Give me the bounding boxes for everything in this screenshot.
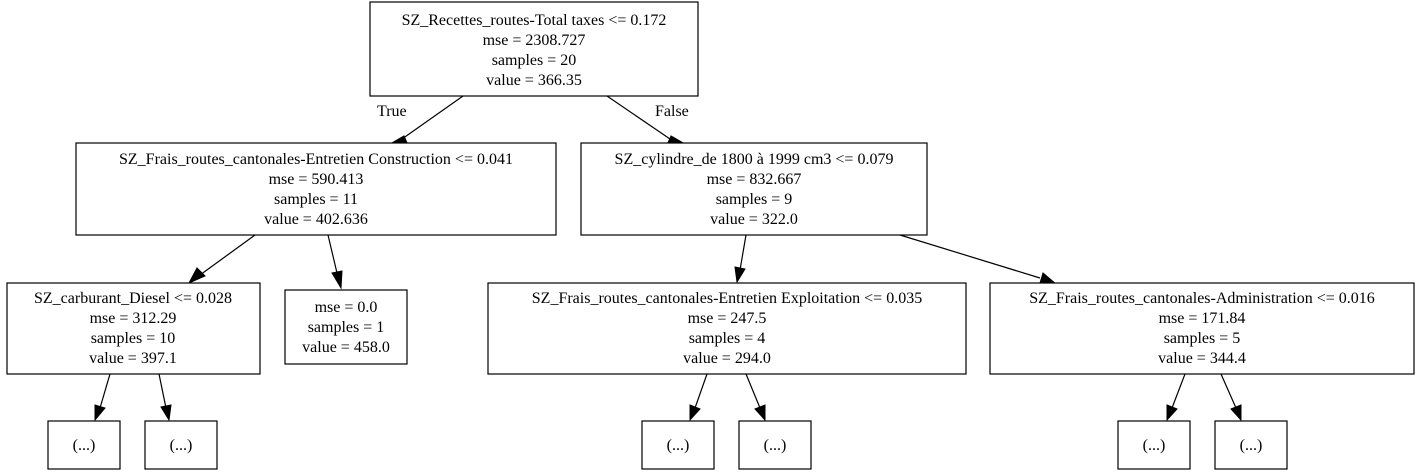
edge-n2-n6 [899, 234, 1041, 279]
edge-n6-t6 [1220, 373, 1237, 409]
edge-label-true: True [377, 103, 407, 120]
node-truncated: (...) [1214, 420, 1288, 470]
node-truncated: (...) [144, 420, 218, 470]
arrow-n2-n5 [734, 266, 746, 284]
edge-n5-t4 [745, 373, 761, 409]
arrow-n5-t3 [689, 404, 701, 422]
node-text: samples = 11 [274, 191, 358, 208]
arrow-n2-n6 [1039, 272, 1058, 285]
arrow-n1-n3 [187, 267, 206, 285]
node-text: SZ_Frais_routes_cantonales-Entretien Con… [119, 151, 513, 168]
arrow-n3-t1 [94, 404, 106, 422]
arrow-n5-t4 [754, 404, 766, 422]
node-truncated: (...) [47, 420, 121, 470]
node-text: value = 322.0 [710, 211, 798, 228]
node-text: samples = 10 [91, 330, 176, 347]
node-text: value = 344.4 [1158, 350, 1246, 367]
node-text: SZ_Recettes_routes-Total taxes <= 0.172 [402, 12, 667, 29]
arrow-n6-t5 [1166, 404, 1178, 422]
node-text: value = 402.636 [264, 211, 368, 228]
node-text: mse = 2308.727 [483, 32, 586, 49]
node-text: samples = 20 [492, 52, 577, 69]
node-text: samples = 9 [716, 191, 793, 208]
node-text: samples = 1 [308, 319, 385, 336]
edge-n3-t2 [158, 373, 167, 409]
node-text: (...) [1143, 437, 1166, 454]
node-n1: SZ_Frais_routes_cantonales-Entretien Con… [75, 142, 557, 236]
node-text: value = 294.0 [683, 350, 771, 367]
node-truncated: (...) [1117, 420, 1191, 470]
node-text: SZ_carburant_Diesel <= 0.028 [34, 290, 232, 307]
node-text: mse = 0.0 [315, 299, 378, 316]
edge-n1-n4 [327, 234, 338, 274]
node-text: samples = 4 [689, 330, 766, 347]
node-n2: SZ_cylindre_de 1800 à 1999 cm3 <= 0.079 … [580, 142, 928, 236]
node-n6: SZ_Frais_routes_cantonales-Administratio… [989, 282, 1415, 375]
edge-label-false: False [655, 103, 689, 120]
node-root: SZ_Recettes_routes-Total taxes <= 0.172 … [369, 1, 699, 97]
node-text: value = 366.35 [486, 72, 582, 89]
node-text: SZ_Frais_routes_cantonales-Entretien Exp… [532, 290, 922, 307]
edge-n5-t3 [694, 373, 708, 409]
node-text: SZ_cylindre_de 1800 à 1999 cm3 <= 0.079 [615, 151, 894, 168]
node-text: (...) [73, 437, 96, 454]
node-text: (...) [764, 437, 787, 454]
edge-root-n2 [606, 95, 671, 140]
node-text: value = 458.0 [302, 339, 390, 356]
node-truncated: (...) [641, 420, 715, 470]
edge-root-n1 [401, 95, 464, 140]
node-text: value = 397.1 [89, 350, 177, 367]
node-n4: mse = 0.0 samples = 1 value = 458.0 [284, 289, 408, 365]
edge-n1-n3 [199, 234, 256, 276]
node-n5: SZ_Frais_routes_cantonales-Entretien Exp… [487, 282, 967, 375]
node-text: mse = 832.667 [707, 171, 802, 188]
node-text: (...) [667, 437, 690, 454]
node-text: mse = 247.5 [688, 310, 767, 327]
node-text: mse = 312.29 [90, 310, 177, 327]
edge-n6-t5 [1171, 373, 1186, 409]
arrow-n6-t6 [1230, 404, 1242, 422]
edge-n3-t1 [99, 373, 111, 409]
node-text: mse = 590.413 [269, 171, 364, 188]
arrow-n1-n4 [331, 270, 343, 290]
node-n3: SZ_carburant_Diesel <= 0.028 mse = 312.2… [6, 282, 261, 375]
arrow-n3-t2 [160, 404, 172, 422]
node-text: (...) [1240, 437, 1263, 454]
node-text: (...) [170, 437, 193, 454]
tree-nodes: SZ_Recettes_routes-Total taxes <= 0.172 … [6, 1, 1415, 470]
node-truncated: (...) [738, 420, 812, 470]
node-text: mse = 171.84 [1159, 310, 1246, 327]
edge-n2-n5 [739, 234, 747, 271]
node-text: samples = 5 [1164, 330, 1241, 347]
node-text: SZ_Frais_routes_cantonales-Administratio… [1029, 290, 1375, 307]
